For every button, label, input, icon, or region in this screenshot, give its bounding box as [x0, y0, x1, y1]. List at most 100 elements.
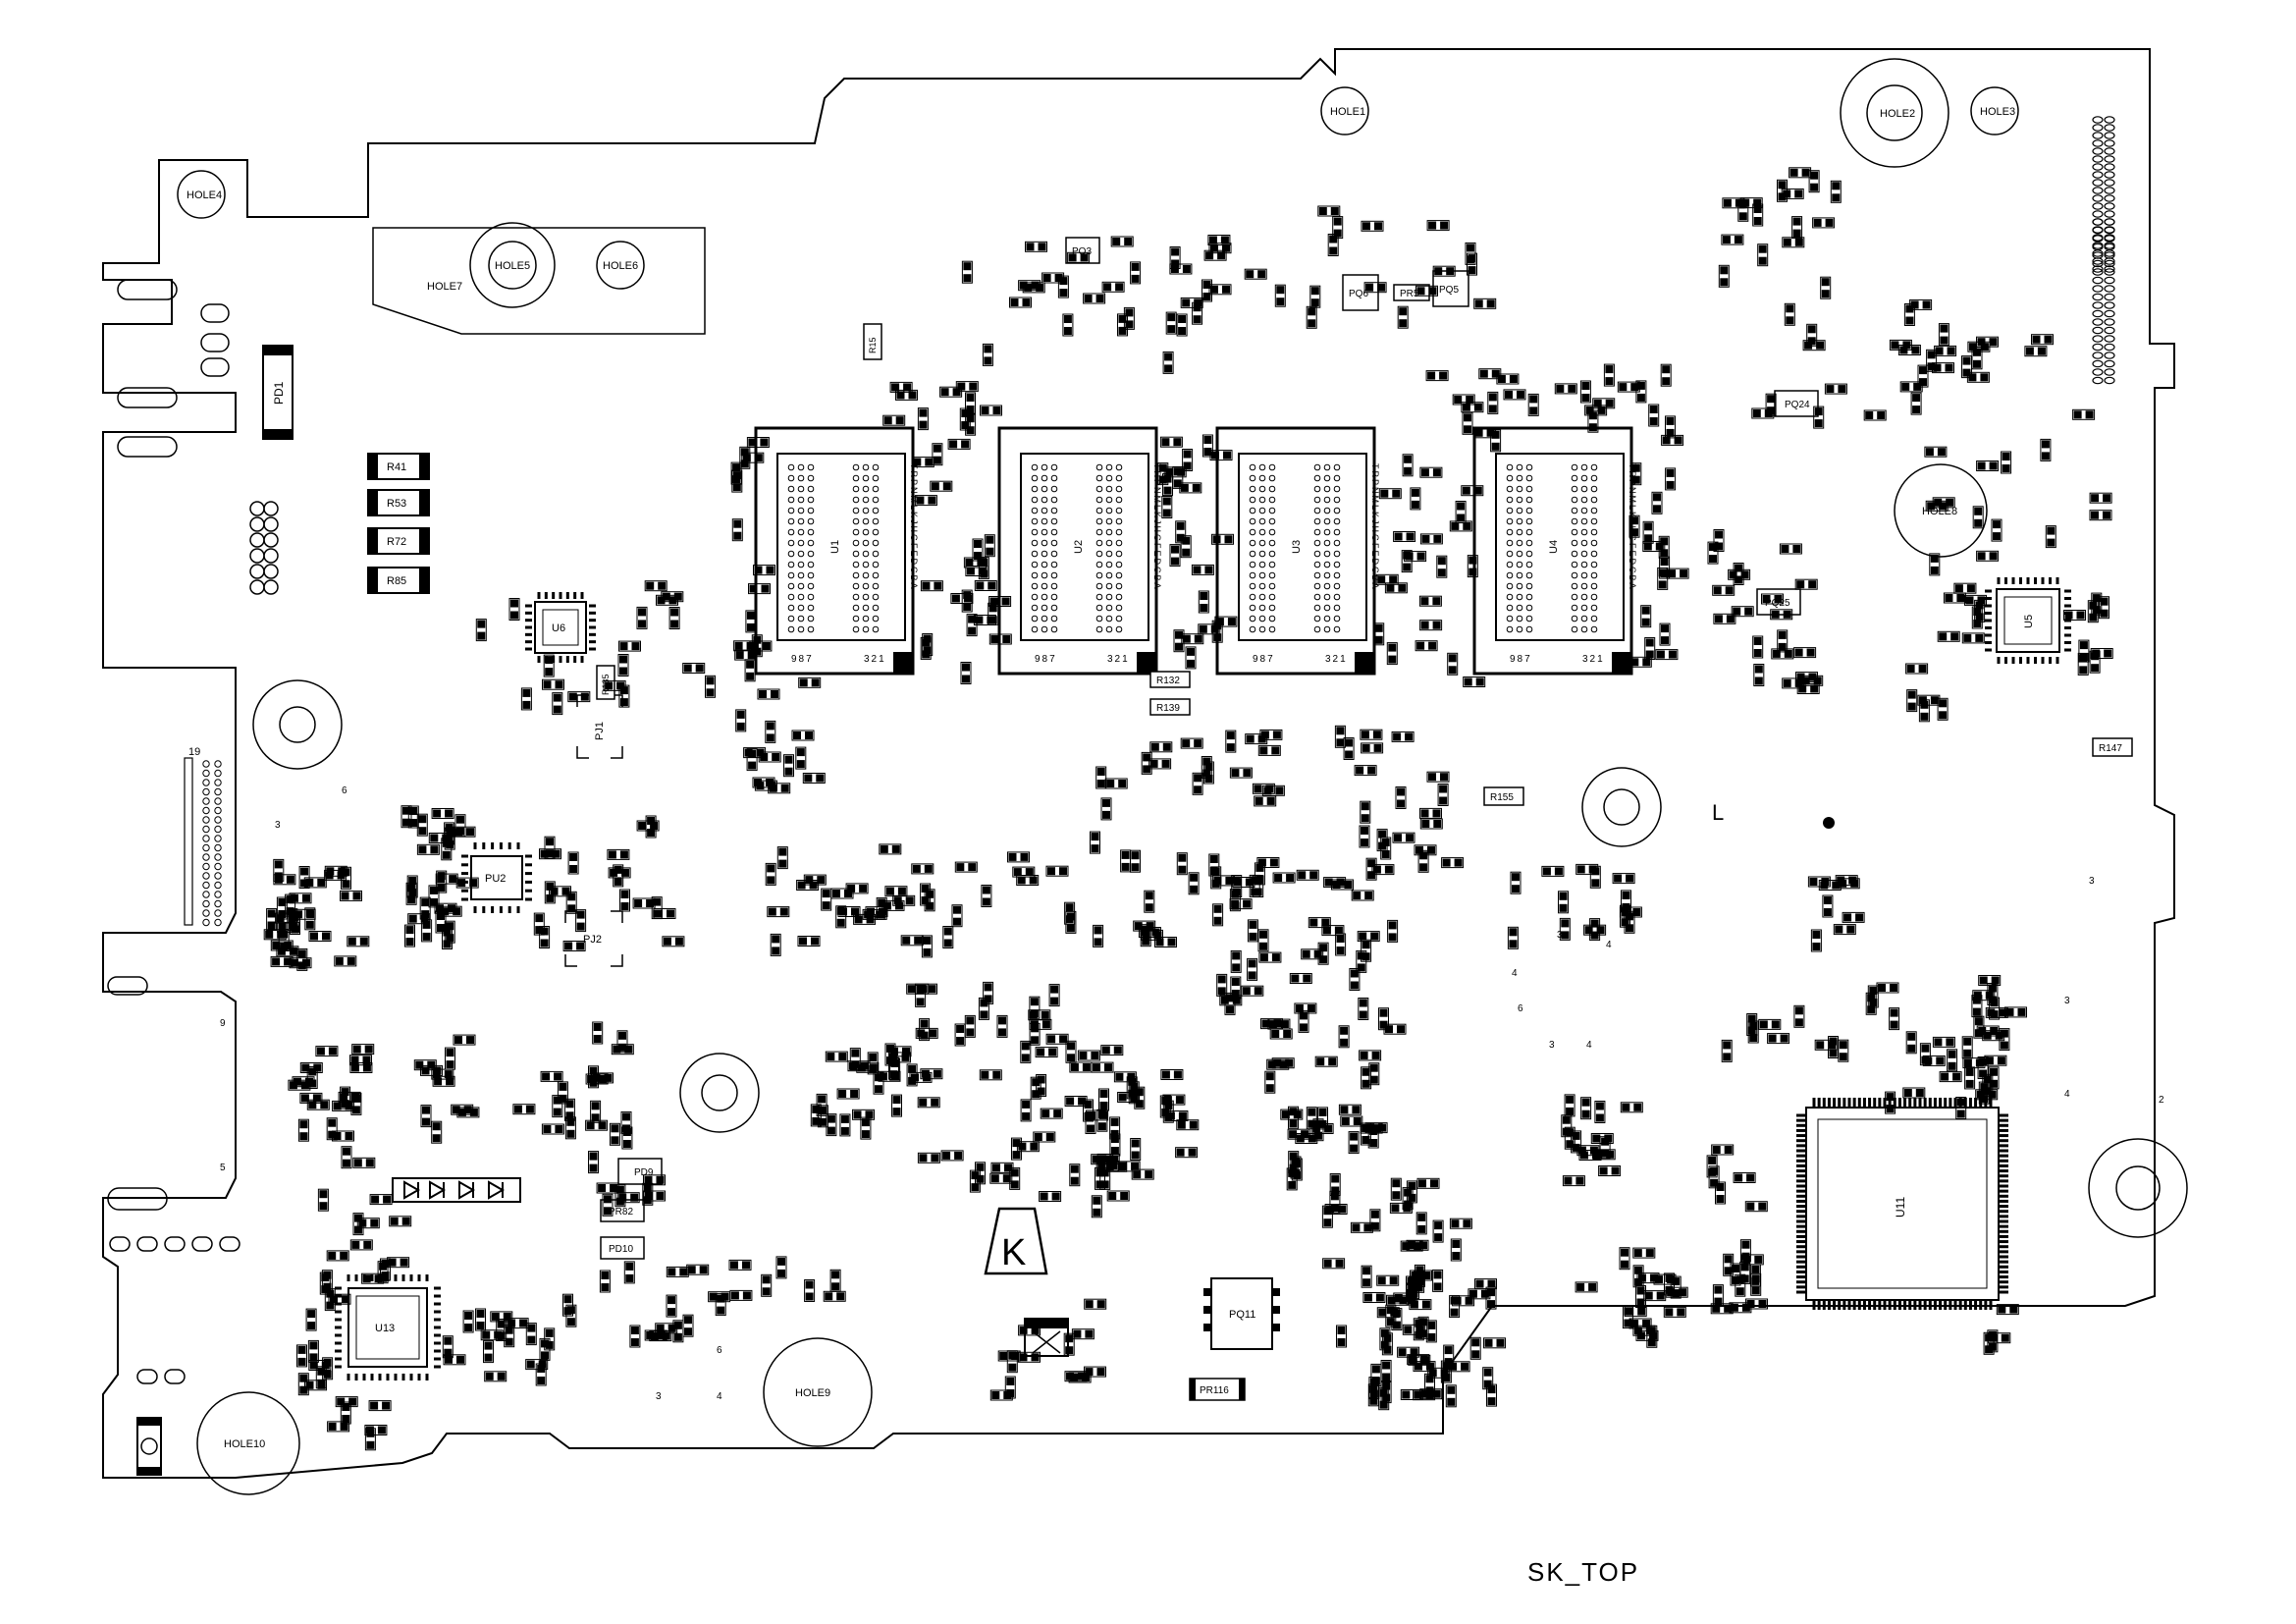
- resistor-r53: R53: [367, 489, 430, 516]
- hole-label-1: HOLE1: [1330, 106, 1365, 118]
- svg-text:321: 321: [1582, 654, 1605, 665]
- pin-num-3a: 3: [275, 820, 281, 831]
- memory-chip-u4: U4 TRPNMLKJHGFEDCBA 987 321: [1472, 426, 1637, 676]
- svg-text:R72: R72: [387, 536, 406, 548]
- resistor-r15: R15: [863, 323, 882, 360]
- pin-num-4g: 4: [1586, 1040, 1592, 1051]
- svg-text:R139: R139: [1156, 703, 1180, 714]
- resistor-r139: R139: [1149, 698, 1191, 716]
- svg-text:TRPNMLKJHGFEDCBA: TRPNMLKJHGFEDCBA: [909, 463, 919, 591]
- svg-text:TRPNMLKJHGFEDCBA: TRPNMLKJHGFEDCBA: [1370, 463, 1380, 591]
- svg-text:TRPNMLKJHGFEDCBA: TRPNMLKJHGFEDCBA: [1628, 463, 1637, 591]
- svg-text:19: 19: [188, 746, 200, 758]
- svg-text:987: 987: [791, 654, 814, 665]
- svg-text:PJ1: PJ1: [594, 722, 606, 740]
- pin-header-19: 19: [184, 746, 222, 927]
- pin-num-3c: 3: [2064, 996, 2070, 1006]
- left-connector-dots: [249, 501, 279, 595]
- svg-text:U1: U1: [829, 540, 841, 554]
- ic-pq11: PQ11: [1203, 1277, 1280, 1350]
- resistor-r41: R41: [367, 453, 430, 480]
- connector-pj2: PJ2: [564, 910, 623, 967]
- layer-label: SK_TOP: [1527, 1557, 1640, 1587]
- svg-text:PR5: PR5: [1400, 289, 1419, 299]
- svg-text:U13: U13: [375, 1323, 395, 1334]
- hole-label-4: HOLE4: [187, 189, 222, 201]
- power-pq24: PQ24: [1774, 390, 1819, 417]
- fiducial-dot: [1823, 817, 1835, 829]
- svg-text:PJ2: PJ2: [583, 934, 602, 946]
- bottom-connector: [1024, 1318, 1069, 1357]
- svg-text:U5: U5: [2023, 615, 2035, 628]
- svg-text:PQ5: PQ5: [1439, 285, 1459, 296]
- connector-pj1: PJ1: [576, 694, 623, 759]
- corner-l-mark: L: [1712, 800, 1724, 825]
- k-marking: K: [984, 1207, 1048, 1275]
- hole-label-10: HOLE10: [224, 1438, 265, 1450]
- pin-num-4b: 4: [1606, 940, 1612, 950]
- resistor-r72: R72: [367, 527, 430, 555]
- hole-label-9: HOLE9: [795, 1387, 830, 1399]
- pin-num-2c: 2: [2159, 1095, 2164, 1106]
- svg-text:PQ11: PQ11: [1229, 1309, 1255, 1321]
- svg-text:PQ24: PQ24: [1785, 400, 1810, 410]
- resistor-r147: R147: [2092, 737, 2133, 757]
- pin-num-6f: 6: [1518, 1003, 1523, 1014]
- ic-pu2: PU2: [461, 842, 532, 913]
- bracket-part: [136, 1417, 162, 1476]
- svg-text:PD9: PD9: [634, 1167, 654, 1178]
- edge-slots: [107, 279, 240, 1384]
- svg-text:U6: U6: [552, 623, 565, 634]
- svg-text:PD1: PD1: [272, 381, 286, 405]
- svg-text:321: 321: [1325, 654, 1348, 665]
- svg-text:TRPNMLKJHGFEDCBA: TRPNMLKJHGFEDCBA: [1152, 463, 1162, 591]
- svg-text:987: 987: [1253, 654, 1275, 665]
- svg-text:987: 987: [1035, 654, 1057, 665]
- svg-text:R85: R85: [387, 575, 406, 587]
- svg-text:PU2: PU2: [485, 873, 506, 885]
- pin-num-9: 9: [220, 1018, 226, 1029]
- diode-array: [392, 1177, 521, 1203]
- memory-chip-u2: U2 TRPNMLKJHGFEDCBA 987 321: [997, 426, 1162, 676]
- right-edge-connector: [2092, 116, 2115, 385]
- svg-text:PQ6: PQ6: [1349, 289, 1368, 299]
- svg-text:K: K: [1001, 1232, 1026, 1273]
- shield-region: [372, 227, 706, 335]
- hole-label-3: HOLE3: [1980, 106, 2015, 118]
- svg-text:U11: U11: [1894, 1197, 1907, 1218]
- power-pd10: PD10: [600, 1236, 645, 1260]
- memory-chip-u3: U3 TRPNMLKJHGFEDCBA 987 321: [1215, 426, 1380, 676]
- svg-text:R155: R155: [1490, 792, 1514, 803]
- svg-text:PR116: PR116: [1200, 1385, 1229, 1396]
- svg-text:987: 987: [1510, 654, 1532, 665]
- ic-u13: U13: [335, 1274, 441, 1380]
- ic-u6: U6: [525, 592, 596, 663]
- pin-num-4f: 4: [1512, 968, 1518, 979]
- svg-text:PD10: PD10: [609, 1244, 633, 1255]
- resistor-r85: R85: [367, 567, 430, 594]
- svg-text:U2: U2: [1073, 540, 1085, 554]
- svg-text:U4: U4: [1548, 540, 1560, 554]
- board-outline: [102, 48, 2175, 1479]
- svg-text:R53: R53: [387, 498, 406, 510]
- svg-text:R15: R15: [868, 337, 878, 353]
- mounting-holes: [177, 58, 2188, 1495]
- pd1-diode: PD1: [262, 345, 294, 440]
- pin-num-3f: 3: [1549, 1040, 1555, 1051]
- pin-num-6e: 6: [717, 1345, 722, 1356]
- hole-label-6: HOLE6: [603, 260, 638, 272]
- hole-label-2: HOLE2: [1880, 108, 1915, 120]
- pin-num-3e: 3: [656, 1391, 662, 1402]
- pin-num-6a: 6: [342, 785, 347, 796]
- svg-text:R147: R147: [2099, 743, 2122, 754]
- memory-chip-u1: U1 TRPNMLKJHGFEDCBA 987 321: [754, 426, 919, 676]
- pin-num-3d: 3: [2089, 876, 2095, 887]
- svg-text:R132: R132: [1156, 676, 1180, 686]
- power-pr116: PR116: [1189, 1378, 1246, 1401]
- svg-text:PR82: PR82: [609, 1207, 633, 1218]
- power-pd9: PD9: [617, 1158, 663, 1185]
- hole-label-5: HOLE5: [495, 260, 530, 272]
- pin-num-4c: 4: [2064, 1089, 2070, 1100]
- svg-text:U3: U3: [1291, 540, 1303, 554]
- ic-u11: U11: [1796, 1098, 2008, 1310]
